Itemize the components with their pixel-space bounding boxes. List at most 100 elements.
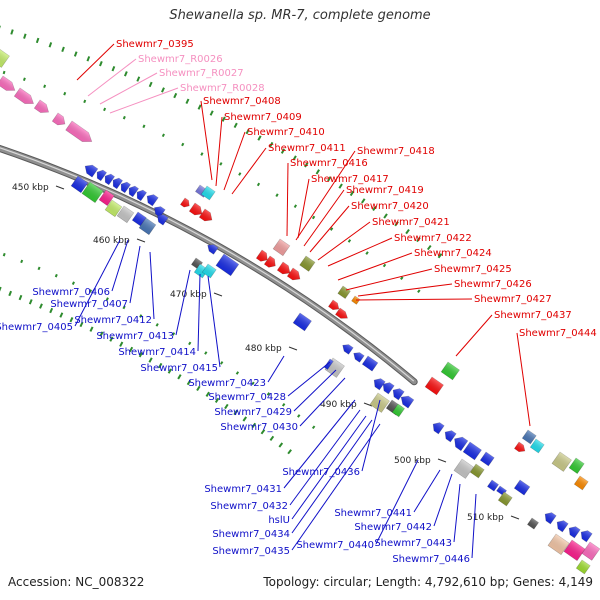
gene-label: Shewmr7_R0028 xyxy=(180,83,265,94)
outer-gene xyxy=(440,361,460,381)
scale-label: 510 kbp xyxy=(467,513,504,523)
label-leader xyxy=(295,150,356,241)
gene-shine xyxy=(547,534,570,555)
gc-track-tick xyxy=(197,104,202,110)
gc-track-tick xyxy=(123,71,128,77)
gene-label: Shewmr7_0446 xyxy=(392,554,470,565)
gene-shine xyxy=(34,100,49,113)
gene-shine xyxy=(353,352,365,363)
gene-label: Shewmr7_0408 xyxy=(203,96,281,107)
inner-gene xyxy=(138,217,157,236)
inner-gene xyxy=(96,169,107,182)
inner-gc-tick xyxy=(242,416,248,422)
inner-gene xyxy=(84,164,99,178)
label-leader xyxy=(289,409,361,506)
label-leader xyxy=(345,268,433,291)
gc-track-tick xyxy=(426,244,432,251)
scale-label: 450 kbp xyxy=(12,183,49,193)
gene-shine xyxy=(337,286,351,299)
inner-gc-tick xyxy=(214,397,220,403)
label-leader xyxy=(291,423,381,551)
gene-shine xyxy=(287,268,300,280)
gene-shine xyxy=(129,186,139,197)
gene-label: Shewmr7_0435 xyxy=(212,546,290,557)
inner-gene xyxy=(497,491,513,507)
skew-track-tick xyxy=(83,99,87,104)
label-leader xyxy=(433,473,453,527)
outer-gene xyxy=(200,185,216,201)
gene-shine xyxy=(180,198,190,208)
gene-shine xyxy=(574,476,589,490)
gene-shine xyxy=(65,121,92,142)
gene-shine xyxy=(207,244,219,255)
gene-shine xyxy=(374,378,386,390)
gene-shine xyxy=(0,48,10,68)
outer-gene xyxy=(0,47,10,68)
gene-label: Shewmr7_0395 xyxy=(116,39,194,50)
skew-track-tick xyxy=(256,182,261,187)
inner-gc-tick xyxy=(79,321,84,328)
inner-track-tick xyxy=(266,392,271,396)
gene-label: Shewmr7_0409 xyxy=(224,112,302,123)
outer-gene xyxy=(255,249,268,262)
outer-gene xyxy=(188,202,203,216)
gene-shine xyxy=(201,186,216,200)
gene-shine xyxy=(522,430,537,444)
inner-track-tick xyxy=(251,381,255,386)
inner-gene xyxy=(400,395,415,409)
inner-gene xyxy=(112,177,123,190)
gene-shine xyxy=(453,459,474,479)
gene-shine xyxy=(71,176,88,193)
label-leader xyxy=(361,399,381,472)
skew-track-tick xyxy=(103,107,107,112)
gene-shine xyxy=(576,560,591,574)
gene-shine xyxy=(362,356,378,372)
skew-track-tick xyxy=(22,77,26,81)
gene-shine xyxy=(441,362,460,380)
inner-track-tick xyxy=(71,281,75,285)
gene-shine xyxy=(99,190,115,206)
gene-label: Shewmr7_0411 xyxy=(268,143,346,154)
gene-shine xyxy=(273,239,290,256)
outer-gene xyxy=(299,255,316,272)
gc-track-tick xyxy=(315,169,320,175)
genome-summary-text: Topology: circular; Length: 4,792,610 bp… xyxy=(263,575,593,589)
inner-gene xyxy=(342,344,354,355)
label-leader xyxy=(283,399,356,489)
gene-label: Shewmr7_0424 xyxy=(414,248,492,259)
label-leader xyxy=(453,483,461,543)
inner-track-tick xyxy=(20,259,24,264)
label-leader xyxy=(516,332,531,427)
inner-gc-tick xyxy=(260,429,266,435)
gene-shine xyxy=(202,264,217,278)
gene-label: Shewmr7_0423 xyxy=(188,378,266,389)
inner-gene xyxy=(513,479,531,496)
gene-shine xyxy=(277,262,290,274)
scale-tick xyxy=(55,185,65,190)
inner-gc-tick xyxy=(99,331,104,337)
outer-gene xyxy=(568,457,585,474)
label-leader xyxy=(303,189,345,247)
inner-gc-tick xyxy=(287,449,292,455)
gene-label: Shewmr7_0410 xyxy=(247,127,325,138)
gene-label: Shewmr7_0421 xyxy=(372,217,450,228)
label-leader xyxy=(129,245,141,304)
label-leader xyxy=(309,205,350,253)
inner-gc-tick xyxy=(278,442,284,448)
inner-gene xyxy=(454,436,469,452)
gc-track-tick xyxy=(148,81,153,88)
gc-track-tick xyxy=(136,76,141,82)
label-leader xyxy=(223,131,246,191)
outer-gene xyxy=(351,295,361,305)
inner-gc-tick xyxy=(138,352,143,358)
gene-shine xyxy=(563,540,586,561)
gc-track-tick xyxy=(10,29,14,35)
inner-gene xyxy=(580,530,593,543)
gene-shine xyxy=(105,174,115,185)
gene-shine xyxy=(147,194,159,206)
scale-label: 470 kbp xyxy=(170,290,207,300)
gc-track-tick xyxy=(99,60,103,67)
scale-label: 500 kbp xyxy=(394,456,431,466)
gene-shine xyxy=(0,76,15,91)
gene-label: Shewmr7_0437 xyxy=(494,310,572,321)
